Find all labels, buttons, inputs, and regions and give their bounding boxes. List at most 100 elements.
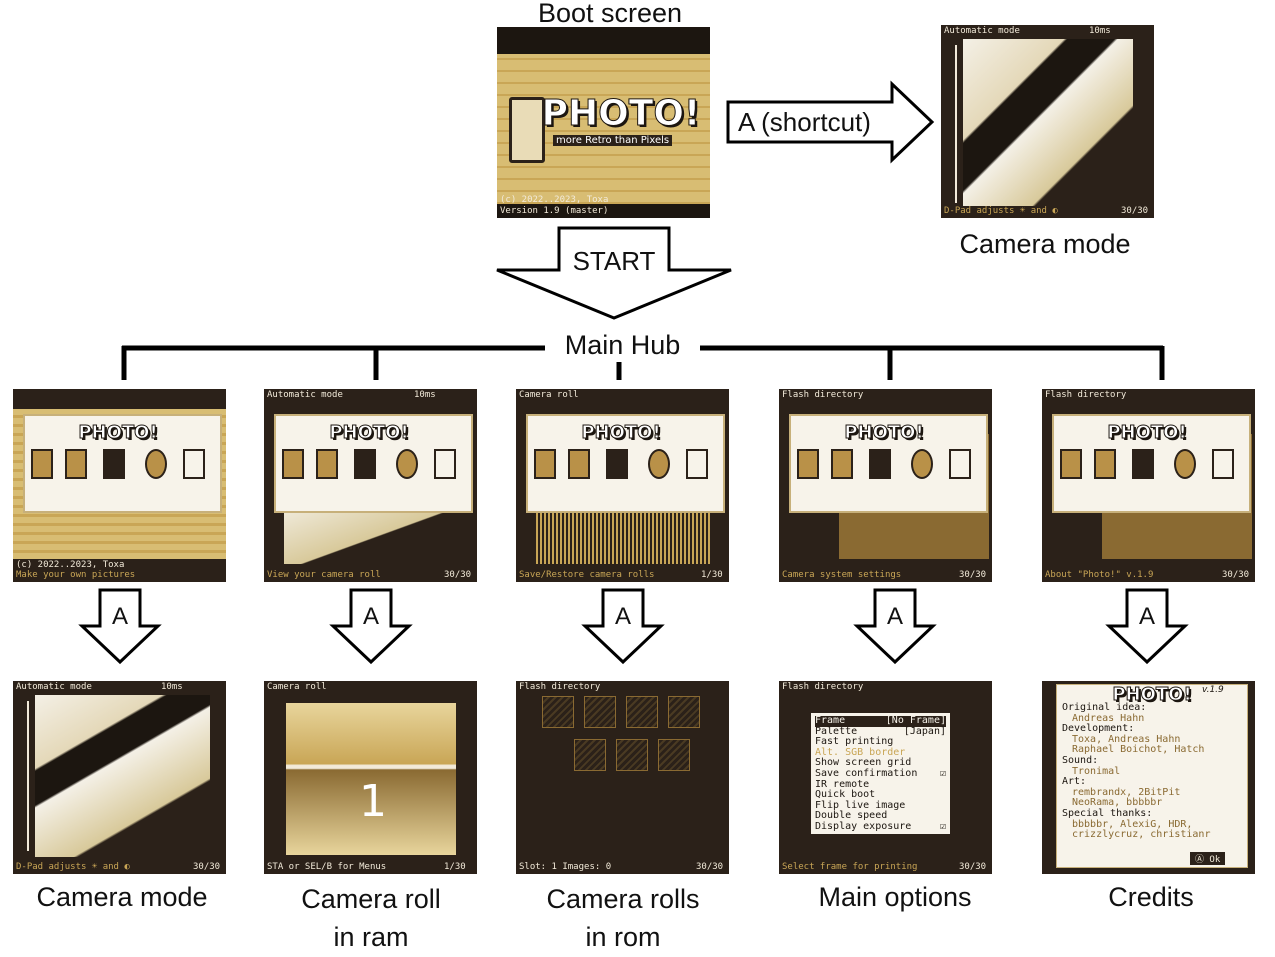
film-roll-icon[interactable] — [65, 449, 87, 479]
main-options-screen: Flash directory Frame[No Frame]Palette [J… — [779, 681, 992, 874]
credit-heading: Special thanks: — [1062, 807, 1153, 819]
start-arrow — [496, 226, 732, 320]
boot-logo: PHOTO! — [541, 93, 701, 135]
info-icon[interactable] — [1212, 449, 1234, 479]
hub-header: Flash directory — [1045, 390, 1127, 400]
hub-header-right: 10ms — [414, 390, 436, 400]
camera-count: 30/30 — [193, 862, 221, 872]
flash-slot[interactable] — [574, 739, 606, 771]
option-label: Quick boot — [815, 789, 876, 801]
option-item[interactable]: Save confirmation☑ — [815, 768, 946, 780]
option-item[interactable]: Double speed — [815, 811, 946, 822]
boot-screen-title: Boot screen — [537, 0, 683, 28]
hub-screen-rom: Camera roll PHOTO! Save/Restore camera r… — [516, 389, 729, 582]
hub-status: About "Photo!" v.1.9 — [1045, 570, 1154, 580]
chip-icon[interactable] — [354, 449, 376, 479]
roll-status: STA or SEL/B for Menus — [267, 862, 387, 872]
gear-icon[interactable] — [1174, 449, 1196, 479]
credit-name: Tronimal — [1072, 765, 1121, 777]
hub-header: Camera roll — [519, 390, 579, 400]
flash-header: Flash directory — [519, 682, 601, 692]
chip-icon[interactable] — [103, 449, 125, 479]
camera-preview-image — [35, 695, 210, 857]
hub-screen-settings: Flash directory PHOTO! Camera system set… — [779, 389, 992, 582]
camera-menu-icon[interactable] — [534, 449, 556, 479]
option-value: ☑ — [939, 820, 946, 832]
option-item[interactable]: Show screen grid — [815, 758, 946, 769]
film-roll-icon[interactable] — [316, 449, 338, 479]
boot-copyright: (c) 2022..2023, Toxa — [500, 195, 609, 205]
option-item[interactable]: Display exposure☑ — [815, 820, 946, 833]
flash-slot[interactable] — [658, 739, 690, 771]
option-item[interactable]: IR remote — [815, 779, 946, 791]
camera-menu-icon[interactable] — [1060, 449, 1082, 479]
gear-icon[interactable] — [911, 449, 933, 479]
camera-logo-icon — [509, 97, 545, 163]
hub-screen-roll: Automatic mode 10ms PHOTO! View your cam… — [264, 389, 477, 582]
hub-status: View your camera roll — [267, 570, 381, 580]
camera-mode-title-top: Camera mode — [959, 229, 1131, 259]
option-item[interactable]: Flip live image — [815, 800, 946, 812]
info-icon[interactable] — [183, 449, 205, 479]
camera-mode-header: Automatic mode — [16, 682, 92, 692]
options-count: 30/30 — [959, 862, 987, 872]
option-item[interactable]: Frame[No Frame] — [815, 715, 946, 727]
film-roll-icon[interactable] — [568, 449, 590, 479]
flash-slot[interactable] — [626, 696, 658, 728]
camera-exposure: 10ms — [1089, 26, 1111, 36]
arrow-label-2: A — [362, 603, 379, 630]
boot-tagline: more Retro than Pixels — [553, 135, 673, 146]
arrow-label-1: A — [111, 603, 128, 630]
camera-screen-top: Automatic mode 10ms D-Pad adjusts ☀ and … — [941, 25, 1154, 218]
camera-slider-track[interactable] — [27, 701, 29, 851]
film-roll-icon[interactable] — [1094, 449, 1116, 479]
chip-icon[interactable] — [869, 449, 891, 479]
film-roll-icon[interactable] — [831, 449, 853, 479]
option-value: [No Frame] — [885, 715, 946, 726]
info-icon[interactable] — [949, 449, 971, 479]
camera-menu-icon[interactable] — [282, 449, 304, 479]
options-header: Flash directory — [782, 682, 864, 692]
option-item[interactable]: Quick boot — [815, 790, 946, 801]
option-item[interactable]: Alt. SGB border — [815, 747, 946, 759]
flash-slot[interactable] — [584, 696, 616, 728]
boot-screen: PHOTO! more Retro than Pixels (c) 2022..… — [497, 27, 710, 218]
flash-slot[interactable] — [542, 696, 574, 728]
roll-count: 1/30 — [444, 862, 466, 872]
hub-status-line1: (c) 2022..2023, Toxa — [16, 560, 125, 570]
camera-menu-icon[interactable] — [797, 449, 819, 479]
credits-logo: PHOTO! — [1112, 684, 1192, 706]
credit-name: Andreas Hahn — [1072, 712, 1145, 724]
chip-icon[interactable] — [1132, 449, 1154, 479]
hub-count: 1/30 — [701, 570, 723, 580]
roll-photo — [286, 703, 456, 855]
credit-name: bbbbbr, AlexiG, HDR, — [1072, 818, 1193, 830]
info-icon[interactable] — [434, 449, 456, 479]
hub-screen-about: Flash directory PHOTO! About "Photo!" v.… — [1042, 389, 1255, 582]
hub-logo: PHOTO! — [78, 422, 158, 444]
option-value: [Japan] — [903, 725, 946, 737]
flash-slot[interactable] — [616, 739, 648, 771]
option-item[interactable]: Fast printing — [815, 737, 946, 748]
roll-header: Camera roll — [267, 682, 327, 692]
gear-icon[interactable] — [396, 449, 418, 479]
chip-icon[interactable] — [606, 449, 628, 479]
arrow-label-5: A — [1138, 603, 1155, 630]
camera-slider-track[interactable] — [955, 45, 957, 203]
credits-ok-button[interactable]: Ⓐ Ok — [1190, 852, 1226, 865]
shortcut-arrow — [726, 80, 935, 164]
option-label: Palette — [815, 725, 858, 737]
gear-icon[interactable] — [648, 449, 670, 479]
gear-icon[interactable] — [145, 449, 167, 479]
flash-slot[interactable] — [668, 696, 700, 728]
credit-name: NeoRama, bbbbbr — [1072, 797, 1163, 809]
hub-status: Camera system settings — [782, 570, 902, 580]
camera-menu-icon[interactable] — [31, 449, 53, 479]
info-icon[interactable] — [686, 449, 708, 479]
hub-logo: PHOTO! — [581, 422, 661, 444]
credit-name: rembrandx, 2BitPit — [1072, 786, 1181, 798]
option-item[interactable]: Palette [Japan] — [815, 725, 946, 738]
